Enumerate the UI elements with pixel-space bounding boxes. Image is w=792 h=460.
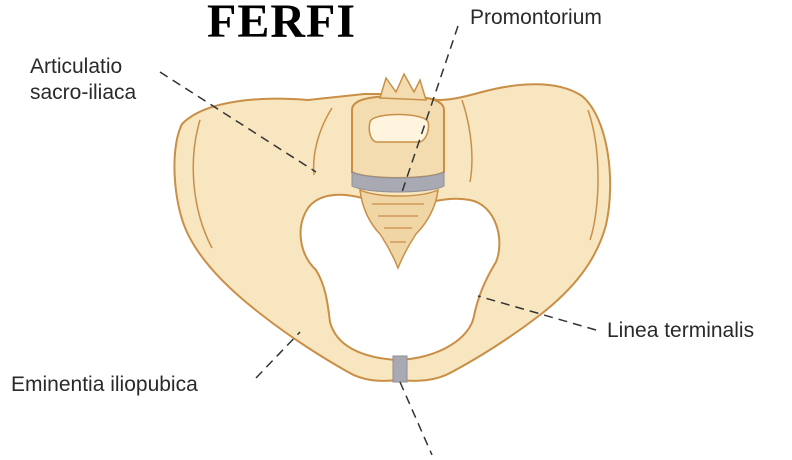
label-eminentia-iliopubica: Eminentia iliopubica [11,373,198,397]
spinous-process [380,74,426,100]
leader-line-symphysis [400,382,432,455]
label-linea-terminalis: Linea terminalis [607,319,754,343]
label-promontorium: Promontorium [470,6,602,30]
page-title: FERFI [207,0,356,52]
vertebral-canal [369,115,428,143]
label-articulatio-sacro-iliaca: Articulatio sacro-iliaca [30,54,180,106]
sacrum [360,190,438,268]
pubic-symphysis [393,356,407,382]
